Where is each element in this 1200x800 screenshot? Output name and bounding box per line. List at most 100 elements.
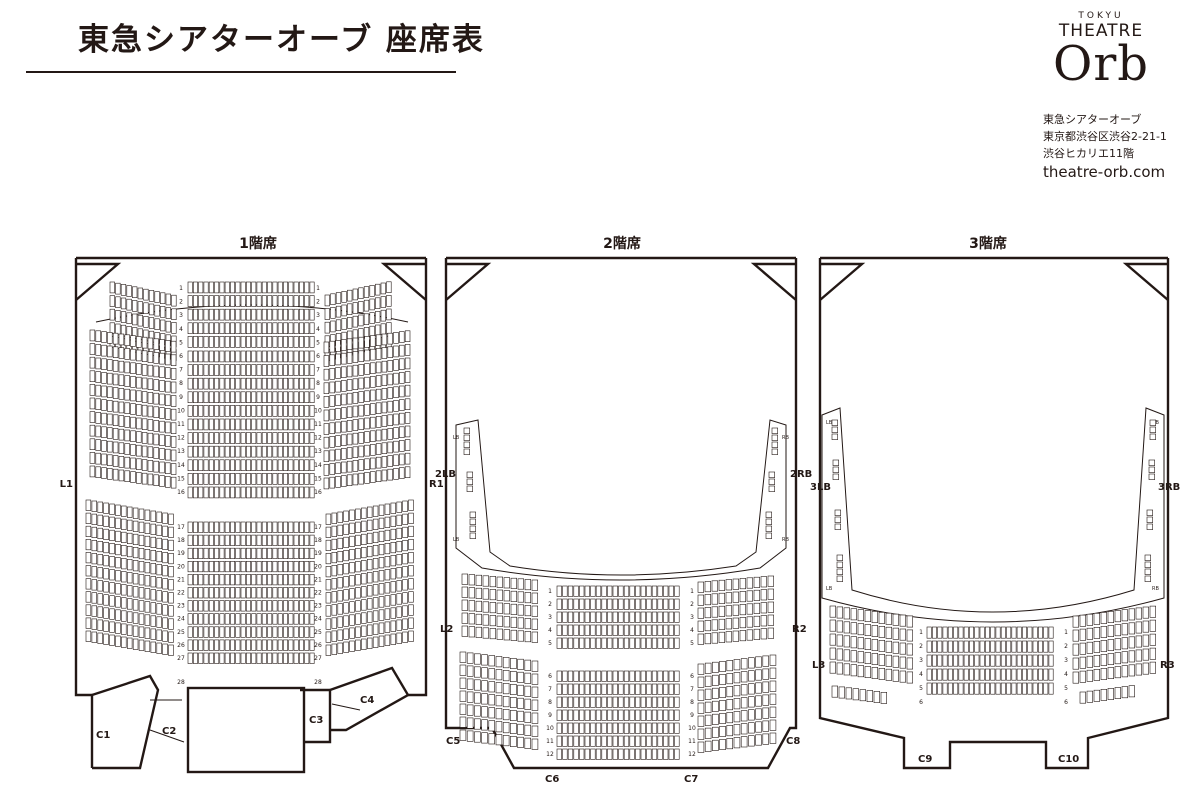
seat[interactable] (230, 639, 235, 651)
seat[interactable] (130, 389, 136, 402)
seat[interactable] (91, 539, 98, 552)
seat[interactable] (283, 405, 288, 417)
seat[interactable] (1107, 667, 1114, 679)
seat[interactable] (349, 522, 355, 534)
seat[interactable] (121, 584, 127, 596)
seat[interactable] (1128, 664, 1135, 677)
seat[interactable] (942, 626, 948, 639)
seat[interactable] (366, 611, 373, 623)
seat[interactable] (963, 640, 969, 653)
seat[interactable] (127, 624, 133, 636)
seat[interactable] (256, 336, 262, 348)
seat[interactable] (629, 637, 635, 649)
seat[interactable] (277, 600, 283, 612)
seat[interactable] (272, 281, 278, 294)
seat[interactable] (203, 418, 209, 431)
seat[interactable] (277, 295, 283, 307)
seat[interactable] (1121, 623, 1128, 636)
seat[interactable] (375, 375, 382, 387)
seat[interactable] (461, 625, 468, 637)
seat[interactable] (871, 625, 878, 637)
seat[interactable] (341, 352, 347, 365)
seat[interactable] (112, 400, 119, 413)
seat[interactable] (147, 378, 154, 390)
seat[interactable] (144, 601, 151, 613)
seat[interactable] (170, 395, 177, 407)
seat[interactable] (246, 473, 251, 485)
seat[interactable] (159, 461, 165, 474)
seat[interactable] (132, 599, 139, 611)
seat[interactable] (165, 435, 171, 447)
seat[interactable] (101, 426, 107, 438)
seat[interactable] (475, 613, 482, 625)
seat[interactable] (208, 295, 214, 307)
seat[interactable] (384, 516, 391, 528)
seat[interactable] (89, 370, 96, 382)
seat[interactable] (198, 391, 204, 403)
seat[interactable] (137, 301, 143, 313)
seat[interactable] (272, 574, 278, 586)
seat[interactable] (277, 613, 283, 625)
seat[interactable] (109, 281, 115, 294)
seat[interactable] (246, 418, 251, 431)
seat[interactable] (892, 669, 899, 682)
seat[interactable] (272, 336, 278, 348)
seat[interactable] (836, 561, 843, 568)
seat[interactable] (979, 654, 985, 667)
seat[interactable] (866, 690, 873, 702)
seat[interactable] (517, 591, 524, 603)
seat[interactable] (323, 464, 330, 476)
seat[interactable] (121, 597, 127, 609)
seat[interactable] (309, 521, 315, 533)
seat[interactable] (668, 611, 674, 623)
seat[interactable] (393, 454, 399, 466)
seat[interactable] (130, 430, 136, 442)
seat[interactable] (283, 652, 288, 664)
seat[interactable] (623, 598, 630, 610)
seat[interactable] (697, 702, 705, 714)
seat[interactable] (150, 523, 156, 535)
seat[interactable] (138, 508, 145, 520)
seat[interactable] (304, 281, 310, 294)
seat[interactable] (573, 735, 579, 747)
seat[interactable] (1032, 654, 1038, 667)
seat[interactable] (330, 307, 336, 319)
seat[interactable] (256, 418, 262, 431)
seat[interactable] (304, 486, 310, 499)
seat[interactable] (277, 560, 283, 573)
seat[interactable] (697, 689, 705, 701)
seat[interactable] (109, 582, 115, 594)
seat[interactable] (272, 521, 278, 533)
seat[interactable] (352, 432, 359, 445)
seat[interactable] (261, 336, 267, 348)
seat[interactable] (375, 334, 382, 346)
seat[interactable] (89, 465, 96, 478)
seat[interactable] (329, 395, 335, 407)
seat[interactable] (771, 448, 778, 455)
seat[interactable] (329, 436, 335, 448)
seat[interactable] (187, 405, 193, 417)
seat[interactable] (489, 628, 496, 640)
seat[interactable] (214, 418, 220, 431)
seat[interactable] (208, 459, 214, 471)
seat[interactable] (829, 619, 836, 632)
seat[interactable] (230, 377, 235, 390)
seat[interactable] (261, 308, 267, 321)
seat[interactable] (160, 319, 166, 332)
seat[interactable] (623, 624, 630, 636)
seat[interactable] (219, 587, 225, 599)
seat[interactable] (711, 632, 718, 644)
seat[interactable] (214, 574, 220, 586)
seat[interactable] (704, 620, 711, 632)
seat[interactable] (1079, 614, 1086, 627)
seat[interactable] (753, 628, 760, 640)
seat[interactable] (124, 334, 130, 346)
seat[interactable] (214, 308, 220, 321)
seat[interactable] (1121, 609, 1128, 622)
seat[interactable] (112, 441, 119, 454)
seat[interactable] (595, 748, 602, 760)
seat[interactable] (1022, 626, 1028, 639)
seat[interactable] (674, 735, 680, 747)
seat[interactable] (1107, 611, 1114, 623)
seat[interactable] (372, 597, 379, 609)
